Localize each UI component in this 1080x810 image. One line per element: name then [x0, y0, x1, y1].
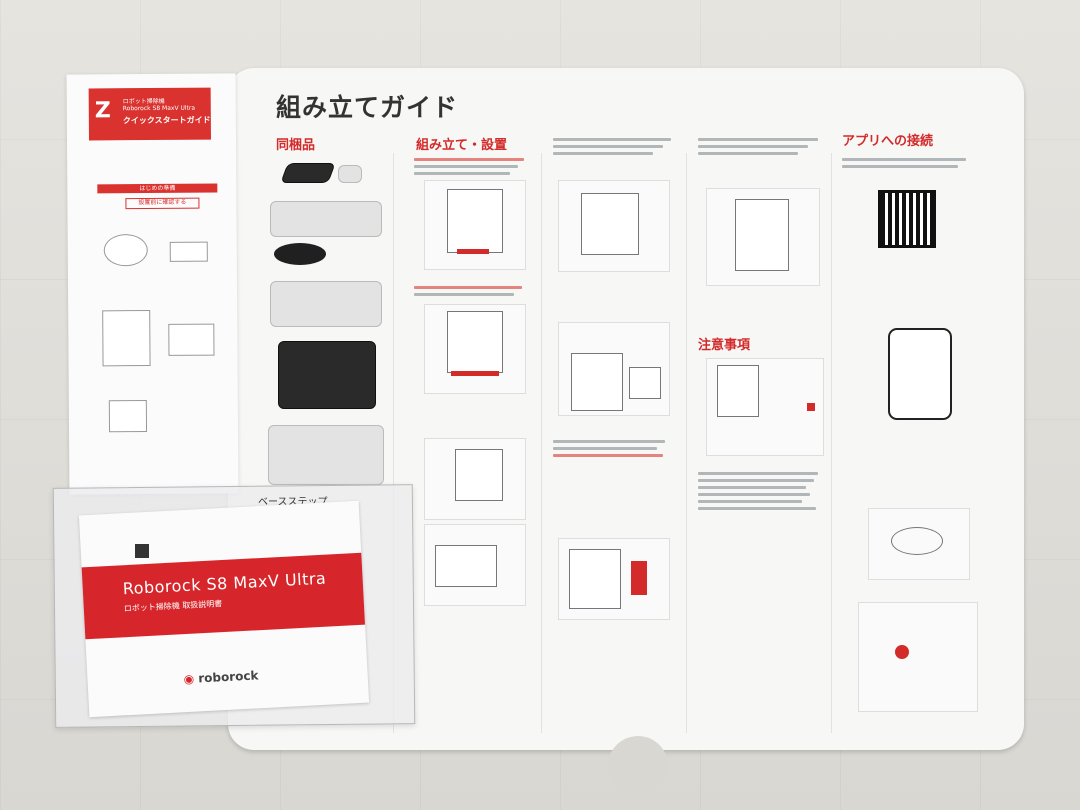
ramp-install-sketch [424, 304, 526, 394]
manual-red-band: Roborock S8 MaxV Ultra ロボット掃除機 取扱説明書 [81, 552, 366, 640]
booklet-sub-bar: 設置前に確認する [125, 197, 200, 210]
robot-vacuum-part [274, 243, 326, 265]
manual-logo-text: roborock [197, 668, 259, 686]
sheet-notch [608, 736, 668, 796]
column3-notes-2 [553, 436, 677, 461]
qr-seal-sticker [135, 544, 149, 558]
quick-start-booklet: Z ロボット掃除機 Roborock S8 MaxV Ultra クイックスター… [66, 73, 239, 495]
manual-logo: ◉ roborock [183, 668, 259, 686]
app-qr-code [878, 190, 936, 248]
booklet-title: クイックスタートガイド [122, 115, 211, 126]
sheet-title: 組み立てガイド [276, 93, 459, 122]
bag-install-sketch [558, 538, 670, 620]
section-app: アプリへの接続 [842, 134, 934, 149]
booklet-model: Roborock S8 MaxV Ultra [122, 104, 196, 113]
assembly-notes-2 [414, 282, 532, 300]
caution-notes [698, 468, 822, 514]
caution-sketch [706, 358, 824, 456]
manual-title: Roborock S8 MaxV Ultra [122, 568, 327, 599]
phone-illustration [888, 328, 952, 420]
booklet-part-sketch [169, 241, 208, 262]
booklet-robot-sketch [103, 234, 148, 267]
column4-notes [698, 134, 822, 159]
contents-illustrations [264, 163, 384, 563]
booklet-header: Z ロボット掃除機 Roborock S8 MaxV Ultra クイックスター… [88, 87, 211, 141]
app-notes [842, 154, 972, 172]
manual-subtitle: ロボット掃除機 取扱説明書 [123, 599, 223, 614]
filter-part [338, 165, 362, 183]
wall-sketch [424, 524, 526, 606]
booklet-box-sketch [108, 400, 148, 433]
column-divider [393, 153, 394, 733]
base-ramp-part [270, 201, 382, 237]
column-divider [831, 153, 832, 733]
booklet-section-bar: はじめの準備 [97, 183, 218, 194]
roborock-mark-icon: ◉ [183, 671, 195, 687]
dock-install-sketch [424, 180, 526, 270]
column3-notes [553, 134, 677, 159]
dock-station-sketch [706, 188, 820, 286]
placement-sketch [558, 180, 670, 272]
column-divider [541, 153, 542, 733]
user-manual: Roborock S8 MaxV Ultra ロボット掃除機 取扱説明書 ◉ r… [78, 500, 370, 718]
section-contents: 同梱品 [276, 138, 316, 153]
robot-app-sketch [868, 508, 970, 580]
tank-sketch [558, 322, 670, 416]
packaging-tray-bottom [268, 425, 384, 485]
roborock-logo-icon: Z [94, 98, 111, 124]
packaging-tray [270, 281, 382, 327]
cable-sketch [424, 438, 526, 520]
booklet-brand: ロボット掃除機 [122, 97, 165, 106]
booklet-tray-sketch [168, 323, 215, 356]
dock-station-part [278, 341, 376, 409]
voice-assistant-sketch [858, 602, 978, 712]
section-cautions: 注意事項 [698, 338, 751, 353]
assembly-notes [414, 154, 532, 179]
booklet-dock-sketch [102, 310, 151, 367]
column-divider [686, 153, 687, 733]
base-step-label: ベースステップ [258, 497, 328, 508]
cover-part [280, 163, 336, 183]
assembly-guide-sheet: 組み立てガイド 同梱品 組み立て・設置 [228, 68, 1024, 750]
section-assembly: 組み立て・設置 [416, 138, 508, 153]
